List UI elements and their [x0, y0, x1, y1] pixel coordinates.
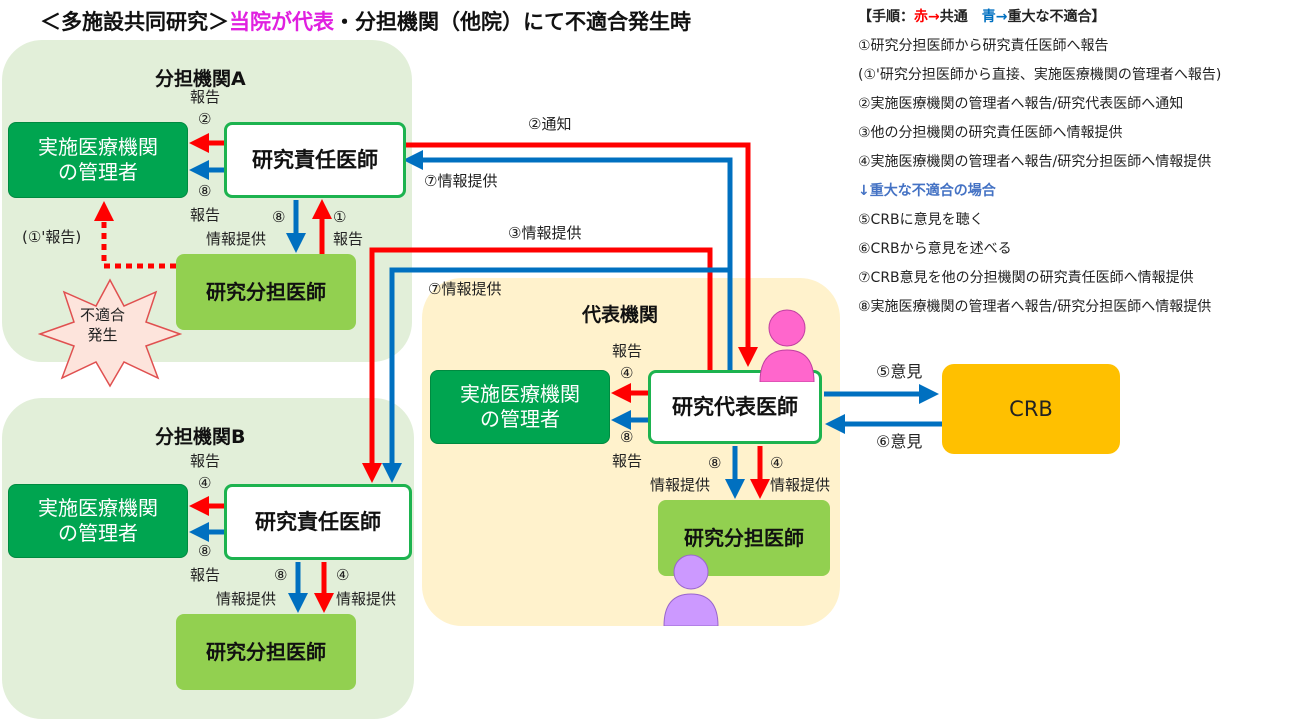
arrow-info-7b — [382, 267, 728, 483]
group-b-manager-box[interactable]: 実施医療機関の管理者 — [8, 484, 188, 558]
group-a-lead-box[interactable]: 研究責任医師 — [224, 122, 406, 198]
label: 報告 — [190, 206, 221, 224]
person-pink-icon — [759, 309, 815, 382]
label: 情報提供 — [770, 476, 831, 494]
label: ⑧ — [272, 208, 286, 226]
label: 報告 — [612, 342, 643, 360]
label: ④ — [770, 454, 784, 472]
group-a-title: 分担機関A — [155, 68, 246, 90]
legend-item: ⑤CRBに意見を聴く — [858, 212, 984, 228]
star-label: 不適合発生 — [80, 306, 126, 345]
crb-box[interactable]: CRB — [942, 364, 1120, 454]
legend-item: (①'研究分担医師から直接、実施医療機関の管理者へ報告) — [858, 67, 1222, 83]
label: 報告 — [190, 88, 221, 106]
label: ⑧ — [708, 454, 722, 472]
group-a-sub-box[interactable]: 研究分担医師 — [176, 254, 356, 330]
group-b-sub-box[interactable]: 研究分担医師 — [176, 614, 356, 690]
legend-item: ①研究分担医師から研究責任医師へ報告 — [858, 38, 1109, 54]
label: (①'報告) — [22, 228, 82, 246]
rep-manager-box[interactable]: 実施医療機関の管理者 — [430, 370, 610, 444]
label: ② — [198, 110, 212, 128]
arrow-notify-2 — [404, 142, 758, 367]
group-a-manager-box[interactable]: 実施医療機関の管理者 — [8, 122, 188, 198]
legend-item: ⑧実施医療機関の管理者へ報告/研究分担医師へ情報提供 — [858, 299, 1212, 315]
arrow-info-7a — [403, 150, 733, 370]
label: ④ — [620, 364, 634, 382]
label: ⑦情報提供 — [424, 172, 498, 190]
label: ④ — [198, 474, 212, 492]
label: 情報提供 — [336, 590, 397, 608]
page-title: ＜多施設共同研究＞当院が代表・分担機関（他院）にて不適合発生時 — [40, 10, 691, 34]
legend-item: ③他の分担機関の研究責任医師へ情報提供 — [858, 125, 1123, 141]
rep-lead-box[interactable]: 研究代表医師 — [648, 370, 822, 444]
legend-header: 【手順：赤→共通 青→重大な不適合】 — [858, 9, 1106, 25]
legend-severe-header: ↓重大な不適合の場合 — [858, 183, 996, 199]
label: ⑤意見 — [876, 362, 923, 381]
label: 情報提供 — [206, 230, 267, 248]
nonconformity-star-icon — [38, 278, 182, 388]
label: ⑧ — [274, 566, 288, 584]
label: 情報提供 — [216, 590, 277, 608]
legend-item: ②実施医療機関の管理者へ報告/研究代表医師へ通知 — [858, 96, 1184, 112]
label: ②通知 — [528, 115, 572, 133]
label: ⑧ — [198, 542, 212, 560]
label: ⑧ — [620, 428, 634, 446]
label: 報告 — [333, 230, 364, 248]
rep-sub-box[interactable]: 研究分担医師 — [658, 500, 830, 576]
group-rep-title: 代表機関 — [582, 304, 659, 326]
procedure-legend: 【手順：赤→共通 青→重大な不適合】 ①研究分担医師から研究責任医師へ報告 (①… — [858, 6, 1221, 325]
label: 情報提供 — [650, 476, 711, 494]
label: ① — [333, 208, 347, 226]
label: 報告 — [190, 452, 221, 470]
person-purple-icon — [663, 554, 719, 626]
legend-item: ⑦CRB意見を他の分担機関の研究責任医師へ情報提供 — [858, 270, 1194, 286]
label: ④ — [336, 566, 350, 584]
legend-item: ⑥CRBから意見を述べる — [858, 241, 1012, 257]
label: ⑦情報提供 — [428, 280, 502, 298]
legend-item: ④実施医療機関の管理者へ報告/研究分担医師へ情報提供 — [858, 154, 1212, 170]
group-b-lead-box[interactable]: 研究責任医師 — [224, 484, 412, 560]
label: ⑧ — [198, 182, 212, 200]
label: ③情報提供 — [508, 224, 582, 242]
arrow-info-3 — [362, 247, 713, 483]
group-b-title: 分担機関B — [155, 426, 246, 448]
label: 報告 — [612, 452, 643, 470]
label: ⑥意見 — [876, 432, 923, 451]
label: 報告 — [190, 566, 221, 584]
